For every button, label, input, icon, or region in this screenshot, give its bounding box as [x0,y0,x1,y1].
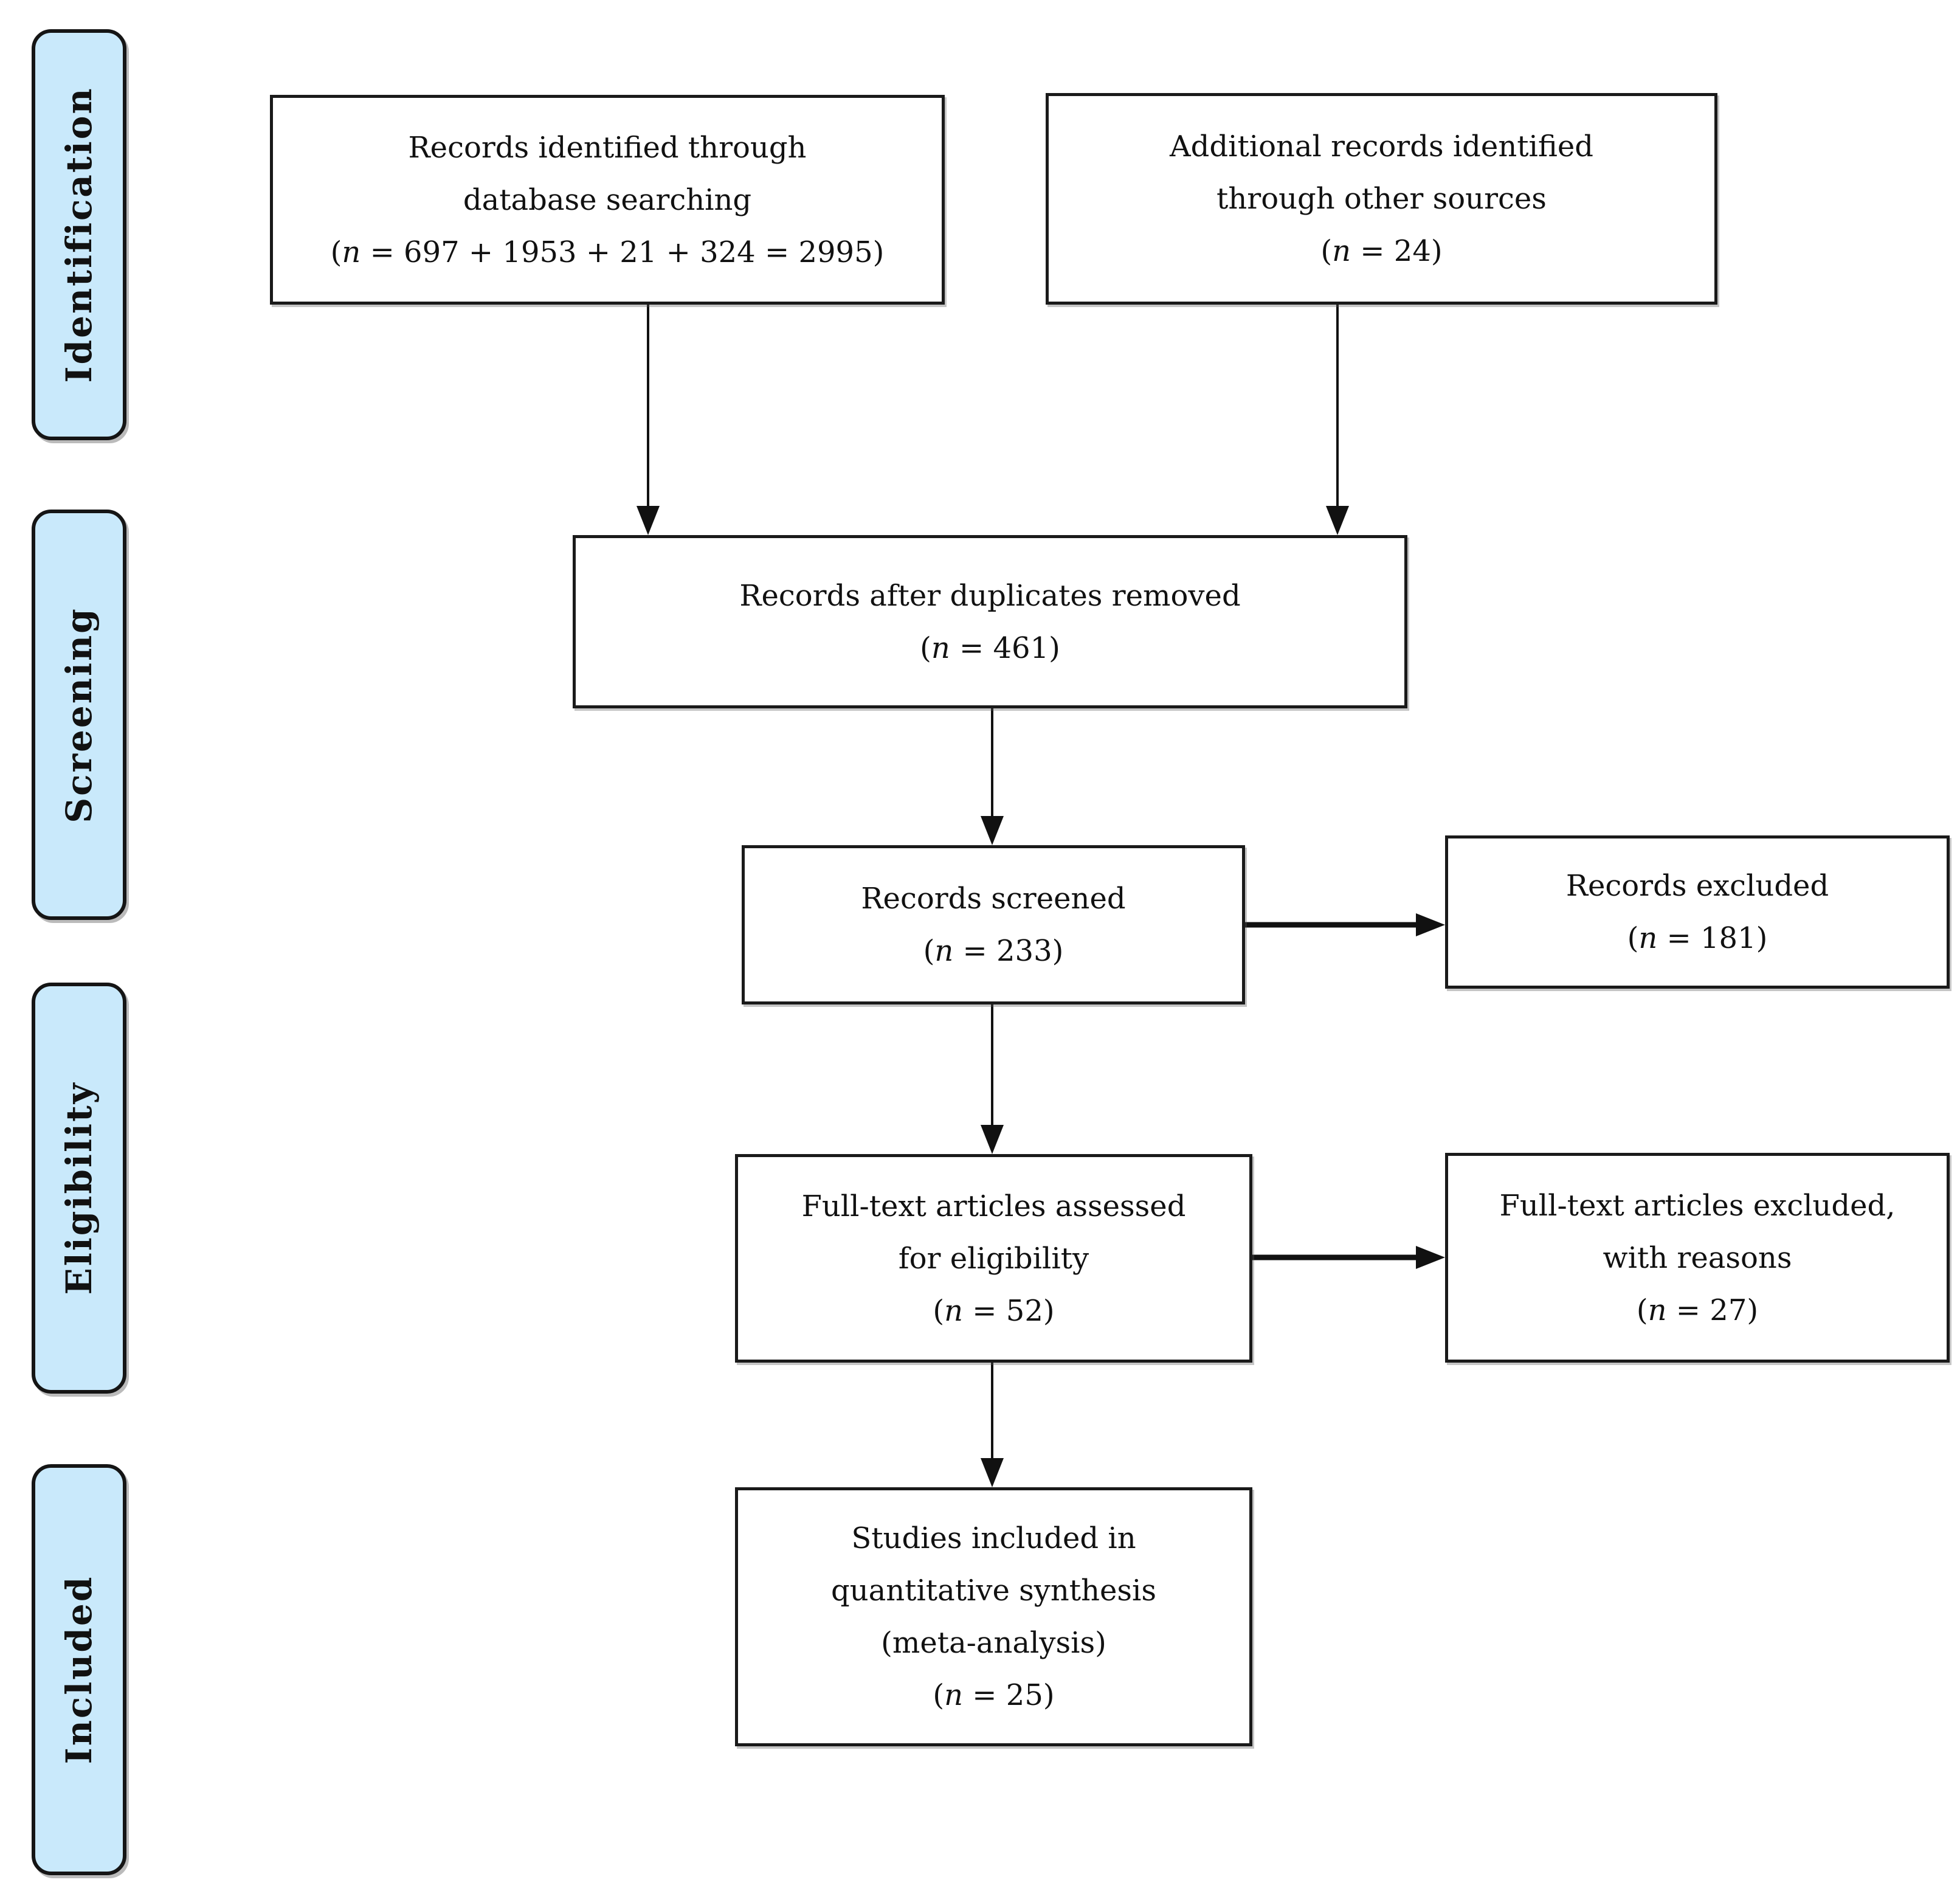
stage-eligibility-label: Eligibility [58,1081,100,1295]
box-stat: (n = 52) [933,1293,1055,1328]
stage-screening-label: Screening [58,606,100,823]
box-text-line: through other sources [1216,182,1547,216]
arrow-fulltext-to-excluded [1252,1246,1445,1269]
box-text-line: database searching [463,182,752,217]
box-text-line: Additional records identified [1169,130,1594,164]
box-text-line: (meta-analysis) [881,1626,1106,1660]
stage-screening: Screening [32,510,126,920]
arrow-head [981,1458,1004,1487]
arrow-head [1416,1246,1445,1269]
box-additional-records: Additional records identified through ot… [1046,93,1717,305]
arrow-additional-to-dedup [1326,305,1349,535]
box-stat: (n = 25) [933,1678,1055,1712]
arrow-dedup-to-screened [981,708,1004,845]
box-stat: (n = 24) [1320,234,1443,268]
arrow-screened-to-fulltext [981,1004,1004,1154]
box-text-line: Records excluded [1565,869,1829,903]
arrow-head [981,816,1004,845]
stage-eligibility: Eligibility [32,983,126,1394]
stage-included: Included [32,1464,126,1875]
box-text-line: Records screened [861,882,1126,916]
arrow-head [981,1125,1004,1154]
box-records-screened: Records screened (n = 233) [742,845,1245,1004]
box-text-line: Full-text articles assessed [801,1189,1186,1223]
box-text-line: Full-text articles excluded, [1499,1188,1896,1223]
arrow-identified-to-dedup [637,305,660,535]
box-duplicates-removed: Records after duplicates removed (n = 46… [573,535,1407,708]
box-records-excluded: Records excluded (n = 181) [1445,835,1950,989]
box-stat: (n = 233) [923,934,1064,968]
arrow-fulltext-to-included [981,1363,1004,1487]
box-fulltext-assessed: Full-text articles assessed for eligibil… [735,1154,1252,1363]
box-text-line: quantitative synthesis [830,1574,1157,1608]
box-text-line: for eligibility [898,1241,1089,1276]
box-text-line: Records identified through [408,130,807,165]
arrow-screened-to-excluded [1245,913,1445,936]
box-records-identified: Records identified through database sear… [270,95,945,305]
box-stat: (n = 27) [1636,1293,1759,1327]
box-stat: (n = 461) [920,631,1060,665]
box-stat: (n = 181) [1627,921,1768,955]
stage-identification: Identification [32,29,126,440]
stage-identification-label: Identification [58,86,100,383]
arrow-head [1416,913,1445,936]
box-text-line: Records after duplicates removed [739,578,1241,613]
stage-included-label: Included [58,1575,100,1765]
box-text-line: Studies included in [851,1521,1136,1555]
box-studies-included: Studies included in quantitative synthes… [735,1487,1252,1746]
arrow-head [637,506,660,535]
box-fulltext-excluded: Full-text articles excluded, with reason… [1445,1153,1950,1363]
box-text-line: with reasons [1603,1240,1792,1275]
arrow-head [1326,506,1349,535]
box-stat: (n = 697 + 1953 + 21 + 324 = 2995) [330,235,885,269]
